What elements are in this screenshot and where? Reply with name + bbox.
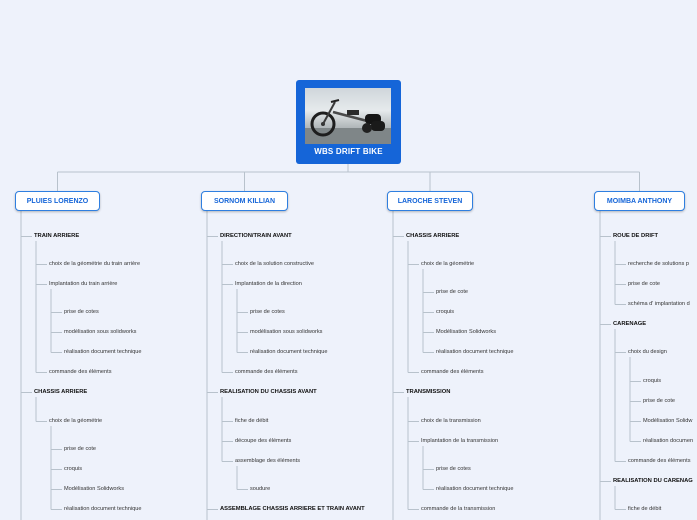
subtopic-node[interactable]: réalisation document technique xyxy=(436,349,514,355)
subtopic-node[interactable]: choix de la géométrie du train arrière xyxy=(49,261,141,267)
branch-node[interactable]: SORNOM KILLIAN xyxy=(201,191,288,211)
topic-node[interactable]: CHASSIS ARRIERE xyxy=(34,389,88,395)
subtopic-node[interactable]: recherche de solutions p xyxy=(628,261,689,267)
subtopic-node[interactable]: Implantation du train arrière xyxy=(49,281,118,287)
drift-trike-photo xyxy=(305,88,391,144)
subtopic-node[interactable]: commande des éléments xyxy=(628,458,691,464)
subtopic-node[interactable]: prise de cote xyxy=(64,446,97,452)
subtopic-node[interactable]: choix du design xyxy=(628,349,667,355)
subtopic-node[interactable]: schéma d' implantation d xyxy=(628,301,690,307)
topic-node[interactable]: CHASSIS ARRIERE xyxy=(406,233,460,239)
topic-node[interactable]: REALISATION DU CARENAG xyxy=(613,478,693,484)
topic-node[interactable]: CARENAGE xyxy=(613,321,647,327)
topic-node[interactable]: ASSEMBLAGE CHASSIS ARRIERE ET TRAIN AVAN… xyxy=(220,506,365,512)
topic-node[interactable]: TRAIN ARRIERE xyxy=(34,233,80,239)
subtopic-node[interactable]: croquis xyxy=(643,378,662,384)
topic-node[interactable]: TRANSMISSION xyxy=(406,389,451,395)
subtopic-node[interactable]: commande des éléments xyxy=(421,369,484,375)
subtopic-node[interactable]: réalisation document technique xyxy=(64,506,142,512)
branch-node[interactable]: LAROCHE STEVEN xyxy=(387,191,473,211)
subtopic-node[interactable]: choix de la transmission xyxy=(421,418,481,424)
branch-node[interactable]: MOIMBA ANTHONY xyxy=(594,191,685,211)
subtopic-node[interactable]: soudure xyxy=(250,486,271,492)
subtopic-node[interactable]: découpe des éléments xyxy=(235,438,292,444)
subtopic-node[interactable]: Modélisation Solidworks xyxy=(436,329,497,335)
subtopic-node[interactable]: réalisation documen xyxy=(643,438,694,444)
subtopic-node[interactable]: commande des éléments xyxy=(49,369,112,375)
subtopic-node[interactable]: Modélisation Solidworks xyxy=(64,486,125,492)
subtopic-node[interactable]: prise de cotes xyxy=(64,309,99,315)
subtopic-node[interactable]: Modélisation Solidw xyxy=(643,418,693,424)
subtopic-node[interactable]: assemblage des éléments xyxy=(235,458,300,464)
subtopic-node[interactable]: réalisation document technique xyxy=(250,349,328,355)
branch-node[interactable]: PLUIES LORENZO xyxy=(15,191,100,211)
root-title: WBS DRIFT BIKE xyxy=(314,147,383,156)
subtopic-node[interactable]: réalisation document technique xyxy=(64,349,142,355)
subtopic-node[interactable]: prise de cotes xyxy=(250,309,285,315)
subtopic-node[interactable]: choix de la solution constructive xyxy=(235,261,314,267)
subtopic-node[interactable]: commande de la transmission xyxy=(421,506,496,512)
topic-node[interactable]: ROUE DE DRIFT xyxy=(613,233,659,239)
subtopic-node[interactable]: prise de cote xyxy=(628,281,661,287)
root-node[interactable]: WBS DRIFT BIKE xyxy=(296,80,401,164)
subtopic-node[interactable]: prise de cote xyxy=(643,398,676,404)
subtopic-node[interactable]: croquis xyxy=(436,309,455,315)
topic-node[interactable]: REALISATION DU CHASSIS AVANT xyxy=(220,389,317,395)
subtopic-node[interactable]: modélisation sous solidworks xyxy=(250,329,323,335)
subtopic-node[interactable]: prise de cote xyxy=(436,289,469,295)
subtopic-node[interactable]: Implantation de la transmission xyxy=(421,438,499,444)
subtopic-node[interactable]: commande des éléments xyxy=(235,369,298,375)
subtopic-node[interactable]: fiche de débit xyxy=(235,418,269,424)
subtopic-node[interactable]: prise de cotes xyxy=(436,466,471,472)
topic-node[interactable]: DIRECTION/TRAIN AVANT xyxy=(220,233,292,239)
subtopic-node[interactable]: modélisation sous solidworks xyxy=(64,329,137,335)
subtopic-node[interactable]: croquis xyxy=(64,466,83,472)
subtopic-node[interactable]: réalisation document technique xyxy=(436,486,514,492)
subtopic-node[interactable]: choix de la géométrie xyxy=(421,261,475,267)
subtopic-node[interactable]: Implantation de la direction xyxy=(235,281,302,287)
subtopic-node[interactable]: choix de la géométrie xyxy=(49,418,103,424)
subtopic-node[interactable]: fiche de débit xyxy=(628,506,662,512)
